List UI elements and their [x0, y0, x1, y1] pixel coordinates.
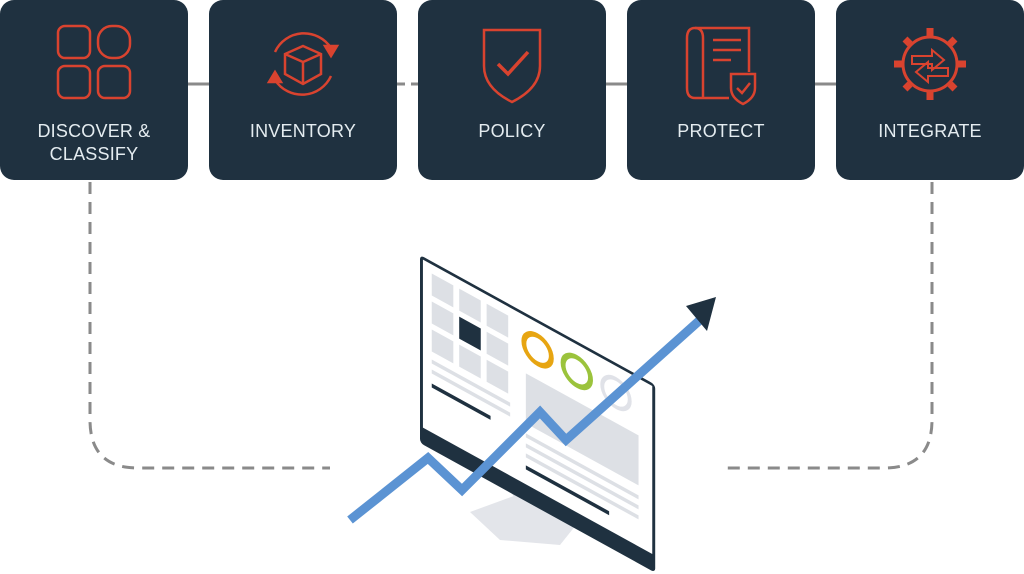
step-protect[interactable]: PROTECT: [627, 0, 815, 180]
step-label: PROTECT: [677, 121, 765, 141]
step-label: CLASSIFY: [49, 144, 139, 164]
trend-arrow: [347, 297, 716, 524]
step-inventory[interactable]: INVENTORY: [209, 0, 397, 180]
step-label: POLICY: [478, 121, 546, 141]
step-label: INVENTORY: [249, 121, 357, 141]
monitor-illustration: [420, 256, 656, 571]
step-policy[interactable]: POLICY: [418, 0, 606, 180]
connector-lines: [88, 82, 934, 470]
step-discover-classify[interactable]: DISCOVER & CLASSIFY: [0, 0, 188, 180]
step-label: DISCOVER &: [37, 121, 151, 141]
step-integrate[interactable]: INTEGRATE: [836, 0, 1024, 180]
shield-check-icon: [482, 28, 542, 104]
document-shield-icon: [685, 26, 757, 106]
gear-arrows-icon: [894, 28, 966, 100]
step-label: INTEGRATE: [878, 121, 982, 141]
rotating-box-icon: [266, 32, 340, 96]
grid-shapes-icon: [56, 24, 132, 100]
